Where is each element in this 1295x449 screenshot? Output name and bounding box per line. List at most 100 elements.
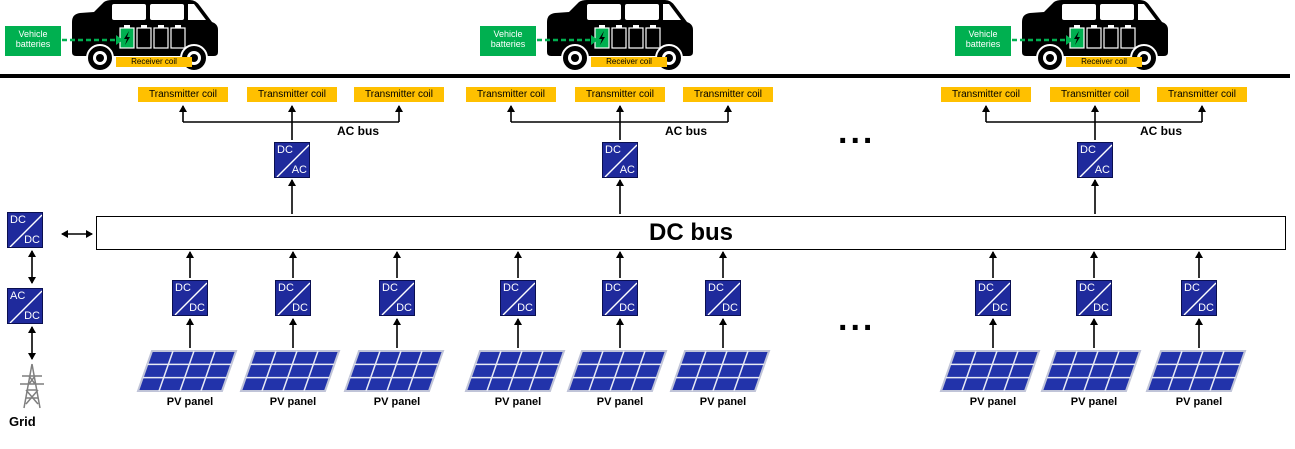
pv-panel-label: PV panel [166,396,214,408]
solar-panel-icon [566,350,668,392]
converter-output-label: DC [722,302,738,314]
battery-icon [645,27,661,49]
transmitter-coil: Transmitter coil [575,87,665,102]
battery-icon [136,27,152,49]
vehicle-batteries-line1: Vehicle [968,29,998,39]
solar-panel-icon [136,350,238,392]
converter-input-label: DC [1080,144,1096,156]
converter-icon [604,282,637,315]
grid-dc-dc-converter: DC DC [7,212,43,248]
converter-input-label: DC [605,282,621,294]
converter-output-label: DC [1198,302,1214,314]
transmitter-coil: Transmitter coil [941,87,1031,102]
pv-panel-label: PV panel [269,396,317,408]
converter-output-label: DC [292,302,308,314]
vehicle-batteries-line1: Vehicle [493,29,523,39]
solar-panel-icon [939,350,1041,392]
converter-input-label: DC [503,282,519,294]
converter-input-label: DC [1079,282,1095,294]
transmission-tower-icon [20,363,44,409]
converter-input-label: DC [605,144,621,156]
dc-dc-converter: DC DC [602,280,638,316]
pv-panel-label: PV panel [699,396,747,408]
battery-icon [628,27,644,49]
converter-input-label: AC [10,290,26,302]
ac-bus-label: AC bus [337,124,379,138]
battery-icon [1086,27,1102,49]
solar-panel-icon [669,350,771,392]
grid-label: Grid [9,414,36,429]
battery-icon [170,27,186,49]
converter-icon [977,282,1010,315]
ellipsis-top: ... [838,113,876,151]
transmitter-coil: Transmitter coil [1050,87,1140,102]
dc-dc-converter: DC DC [275,280,311,316]
converter-icon [502,282,535,315]
converter-output-label: DC [396,302,412,314]
transmitter-coil: Transmitter coil [247,87,337,102]
converter-output-label: AC [1094,164,1110,176]
converter-icon [707,282,740,315]
converter-output-label: DC [619,302,635,314]
dc-bus: DC bus [96,216,1286,250]
receiver-coil: Receiver coil [591,57,667,67]
pv-panel-label: PV panel [1175,396,1223,408]
vehicle-batteries-line2: batteries [965,39,1001,49]
converter-icon [276,144,309,177]
converter-icon [604,144,637,177]
converter-icon [277,282,310,315]
transmitter-coil: Transmitter coil [466,87,556,102]
solar-panel-icon [1145,350,1247,392]
solar-panel-icon [343,350,445,392]
dc-dc-converter: DC DC [500,280,536,316]
converter-input-label: DC [1184,282,1200,294]
converter-input-label: DC [10,214,26,226]
pv-panel-label: PV panel [596,396,644,408]
converter-icon [1079,144,1112,177]
receiver-coil: Receiver coil [1066,57,1142,67]
receiver-coil: Receiver coil [116,57,192,67]
transmitter-coil: Transmitter coil [1157,87,1247,102]
pv-panel-label: PV panel [373,396,421,408]
converter-icon [174,282,207,315]
dc-dc-converter: DC DC [705,280,741,316]
dc-dc-converter: DC DC [379,280,415,316]
battery-icon [1103,27,1119,49]
ellipsis-bottom: ... [838,300,876,338]
converter-icon [9,290,42,323]
vehicle-batteries-line2: batteries [490,39,526,49]
solar-panel-icon [1040,350,1142,392]
pv-panel-label: PV panel [969,396,1017,408]
car-icon [547,0,693,72]
battery-icon [153,27,169,49]
converter-output-label: DC [24,310,40,322]
converter-icon [1078,282,1111,315]
converter-input-label: DC [708,282,724,294]
solar-panel-icon [464,350,566,392]
grid-ac-dc-converter: AC DC [7,288,43,324]
transmitter-coil: Transmitter coil [683,87,773,102]
converter-input-label: DC [277,144,293,156]
vehicle-batteries-line1: Vehicle [18,29,48,39]
car-icon [1022,0,1168,72]
converter-output-label: DC [992,302,1008,314]
battery-icon [611,27,627,49]
converter-output-label: AC [291,164,307,176]
converter-input-label: DC [382,282,398,294]
car-icon [72,0,218,72]
converter-icon [9,214,42,247]
converter-output-label: DC [517,302,533,314]
dc-ac-converter: DC AC [1077,142,1113,178]
converter-icon [1183,282,1216,315]
converter-input-label: DC [278,282,294,294]
converter-output-label: DC [24,234,40,246]
ac-bus-label: AC bus [1140,124,1182,138]
battery-icon [1120,27,1136,49]
